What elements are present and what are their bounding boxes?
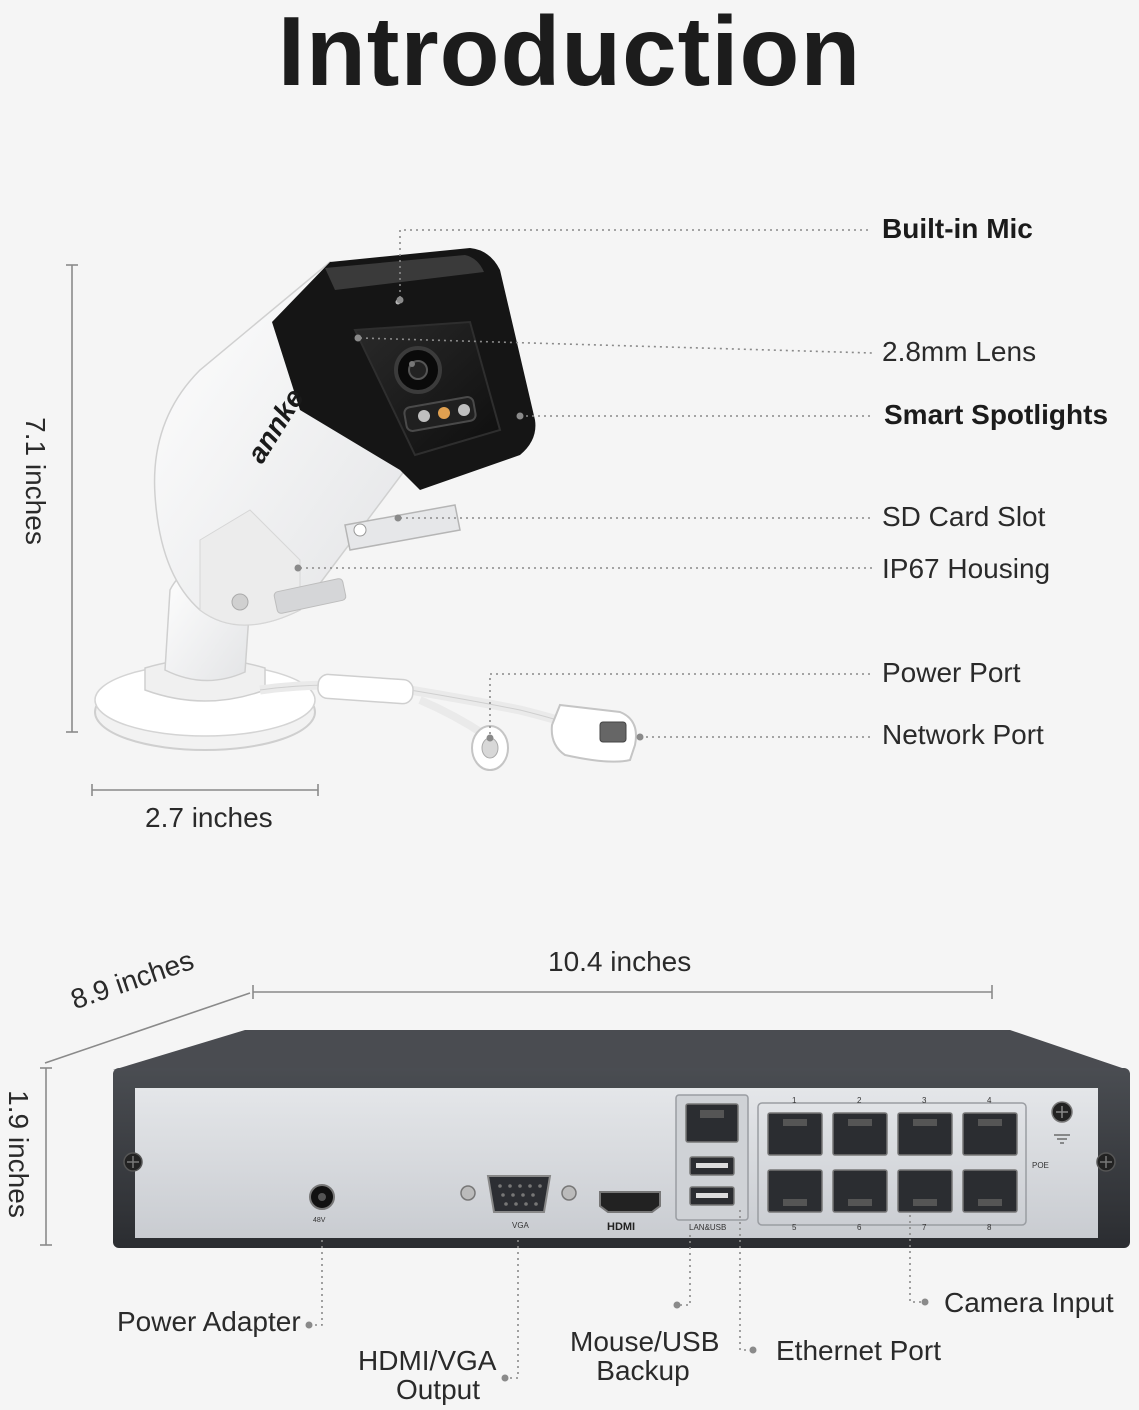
label-network-port: Network Port	[882, 719, 1044, 750]
page-title: Introduction	[277, 0, 862, 106]
port-number: 8	[987, 1223, 992, 1232]
lan-usb-mark: LAN&USB	[689, 1223, 726, 1232]
port-number: 4	[987, 1096, 992, 1105]
nvr-width-dimension: 10.4 inches	[548, 946, 692, 977]
nvr-height-dimension: 1.9 inches	[3, 1090, 34, 1218]
poe-port-icon	[897, 1169, 953, 1213]
port-number: 6	[857, 1223, 862, 1232]
poe-port-group	[757, 1102, 1027, 1226]
poe-mark: POE	[1032, 1161, 1049, 1170]
label-hdmi-vga-line2: Output	[395, 1374, 480, 1405]
label-ethernet-port: Ethernet Port	[776, 1335, 941, 1366]
poe-port-icon	[962, 1169, 1018, 1213]
port-number: 1	[792, 1096, 797, 1105]
hdmi-port-icon	[599, 1191, 661, 1213]
label-smart-spotlights: Smart Spotlights	[884, 399, 1109, 430]
label-built-in-mic: Built-in Mic	[882, 213, 1033, 244]
nvr-dimension-lines	[40, 985, 993, 1246]
label-mouse-usb-line2: Backup	[596, 1355, 690, 1386]
poe-ports	[767, 1112, 1018, 1213]
poe-port-icon	[962, 1112, 1018, 1156]
dc-mark: 48V	[313, 1217, 326, 1224]
vga-port-icon	[486, 1175, 552, 1213]
hdmi-mark: HDMI	[607, 1221, 635, 1233]
port-number: 5	[792, 1223, 797, 1232]
poe-port-icon	[897, 1112, 953, 1156]
camera-dimension-lines	[66, 264, 319, 796]
camera-leaders	[300, 229, 873, 740]
camera-illustration: annke	[94, 248, 637, 771]
label-ip67-housing: IP67 Housing	[882, 553, 1051, 584]
label-hdmi-vga-line1: HDMI/VGA	[358, 1345, 497, 1376]
label-sd-card-slot: SD Card Slot	[882, 501, 1046, 532]
sd-slot-icon	[344, 504, 461, 551]
network-port-icon	[550, 703, 637, 763]
port-number: 2	[857, 1096, 862, 1105]
vga-mark: VGA	[512, 1221, 530, 1230]
poe-port-icon	[767, 1112, 823, 1156]
label-mouse-usb-line1: Mouse/USB	[570, 1326, 720, 1357]
poe-port-icon	[767, 1169, 823, 1213]
port-number: 7	[922, 1223, 927, 1232]
label-camera-input: Camera Input	[944, 1287, 1114, 1318]
label-power-port: Power Port	[882, 657, 1021, 688]
camera-width-dimension: 2.7 inches	[145, 802, 273, 833]
nvr-rear-panel	[135, 1088, 1098, 1238]
ethernet-port-icon	[685, 1103, 739, 1143]
port-number: 3	[922, 1096, 927, 1105]
poe-port-icon	[832, 1112, 888, 1156]
ground-icon	[1054, 1134, 1070, 1144]
label-lens: 2.8mm Lens	[882, 336, 1037, 367]
nvr-leaders	[312, 1210, 922, 1379]
camera-height-dimension: 7.1 inches	[20, 417, 51, 545]
poe-port-icon	[832, 1169, 888, 1213]
nvr-illustration: 48V VGA HDMI LAN&USB	[113, 1030, 1130, 1248]
label-power-adapter: Power Adapter	[117, 1306, 301, 1337]
